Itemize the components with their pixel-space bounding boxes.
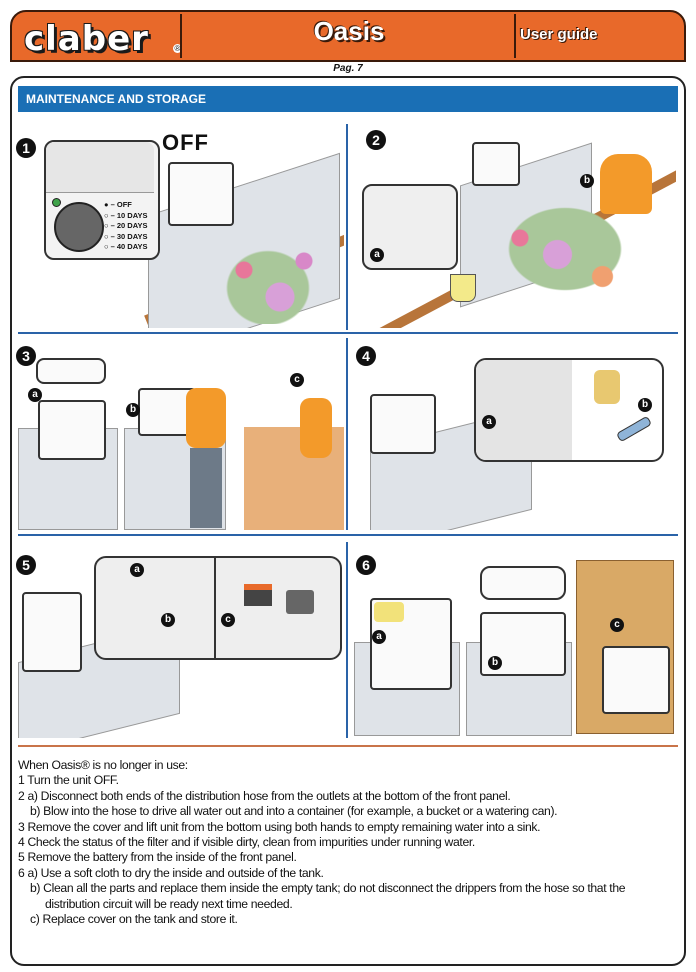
instruction-line: distribution circuit will be ready next … <box>45 896 293 911</box>
sub-step-a-label: a <box>28 388 42 402</box>
step-number-6: 6 <box>356 555 376 575</box>
oasis-tank-drawing <box>602 646 670 714</box>
oasis-tank-drawing <box>38 400 106 460</box>
timer-dial-icon <box>54 202 104 252</box>
step-5-illustration <box>18 542 344 738</box>
panel-divider <box>346 542 348 738</box>
person-legs-drawing <box>190 448 222 528</box>
oasis-tank-drawing <box>370 394 436 454</box>
page-header: claber ® Oasis User guide <box>10 10 686 62</box>
person-blowing-hose-drawing <box>600 154 652 214</box>
battery-icon <box>244 584 272 606</box>
hand-turning-dial-drawing <box>46 142 154 193</box>
oasis-tank-drawing <box>370 598 452 690</box>
step-2-illustration <box>350 124 676 328</box>
sub-step-c-label: c <box>290 373 304 387</box>
row-divider <box>18 534 678 536</box>
oasis-tank-drawing <box>472 142 520 186</box>
section-header: MAINTENANCE AND STORAGE <box>18 86 678 112</box>
sub-step-b-label: b <box>161 613 175 627</box>
panel-divider <box>346 338 348 530</box>
content-frame <box>10 76 686 966</box>
instruction-line: 2 a) Disconnect both ends of the distrib… <box>18 788 511 803</box>
instruction-line: b) Blow into the hose to drive all water… <box>30 804 558 819</box>
dial-options: ● – OFF ○ – 10 DAYS ○ – 20 DAYS ○ – 30 D… <box>104 200 147 253</box>
filter-removal-drawing <box>476 360 572 460</box>
instructions-text: When Oasis® is no longer in use: 1 Turn … <box>18 758 684 927</box>
dial-option: ● – OFF <box>104 200 132 209</box>
person-at-sink-drawing <box>300 398 332 458</box>
sub-step-a-label: a <box>372 630 386 644</box>
plants-drawing <box>208 234 328 324</box>
step-4-illustration <box>350 338 676 530</box>
bucket-drawing <box>450 274 476 302</box>
sub-step-c-label: c <box>610 618 624 632</box>
battery-removal-detail <box>94 556 342 660</box>
instruction-line: 6 a) Use a soft cloth to dry the inside … <box>18 865 324 880</box>
instruction-line: 3 Remove the cover and lift unit from th… <box>18 819 541 834</box>
row-divider <box>18 332 678 334</box>
instruction-line: 4 Check the status of the filter and if … <box>18 835 475 850</box>
dial-option: ○ – 20 DAYS <box>104 221 148 230</box>
faucet-icon <box>594 370 620 404</box>
tank-cover-drawing <box>36 358 106 384</box>
sub-step-a-label: a <box>482 415 496 429</box>
step-3-illustration <box>18 338 344 530</box>
instruction-line: 1 Turn the unit OFF. <box>18 773 119 788</box>
sub-step-b-label: b <box>126 403 140 417</box>
instruction-line: b) Clean all the parts and replace them … <box>30 881 626 896</box>
oasis-tank-drawing <box>168 162 234 226</box>
section-rule <box>18 745 678 747</box>
page-number: Pag. 7 <box>333 63 363 74</box>
sub-step-a-label: a <box>130 563 144 577</box>
brand-name: claber <box>24 19 149 59</box>
step-number-3: 3 <box>16 346 36 366</box>
dial-option: ○ – 10 DAYS <box>104 210 148 220</box>
header-divider <box>514 14 516 58</box>
instruction-line: c) Replace cover on the tank and store i… <box>30 912 238 927</box>
sub-step-c-label: c <box>221 613 235 627</box>
step-number-4: 4 <box>356 346 376 366</box>
instruction-line: 5 Remove the battery from the inside of … <box>18 850 297 865</box>
filter-cleaning-detail <box>474 358 664 462</box>
instructions-intro: When Oasis® is no longer in use: <box>18 758 188 772</box>
cloth-drawing <box>374 602 404 622</box>
filter-icon <box>615 415 653 443</box>
product-title: Oasis <box>313 16 385 46</box>
header-divider <box>180 14 182 58</box>
sub-step-b-label: b <box>580 174 594 188</box>
sub-step-b-label: b <box>638 398 652 412</box>
step-number-5: 5 <box>16 555 36 575</box>
step-number-1: 1 <box>16 138 36 158</box>
sub-step-b-label: b <box>488 656 502 670</box>
claber-logo: claber ® <box>18 18 184 58</box>
dial-option: ○ – 40 DAYS <box>104 242 148 251</box>
step-6-illustration <box>350 542 676 738</box>
sub-step-a-label: a <box>370 248 384 262</box>
registered-mark: ® <box>173 44 182 53</box>
oasis-tank-drawing <box>22 592 82 672</box>
person-lifting-tank-drawing <box>186 388 226 448</box>
section-title: MAINTENANCE AND STORAGE <box>26 92 207 106</box>
timer-dial-detail: ● – OFF ○ – 10 DAYS ○ – 20 DAYS ○ – 30 D… <box>44 140 160 260</box>
status-led-icon <box>52 198 61 207</box>
dial-option: ○ – 30 DAYS <box>104 231 148 241</box>
panel-divider <box>346 124 348 330</box>
doc-type-label: User guide <box>520 26 598 43</box>
tank-cover-drawing <box>480 566 566 600</box>
off-callout: OFF <box>162 130 209 155</box>
step-number-2: 2 <box>366 130 386 150</box>
detail-divider <box>214 558 216 658</box>
control-module-drawing <box>286 590 314 614</box>
